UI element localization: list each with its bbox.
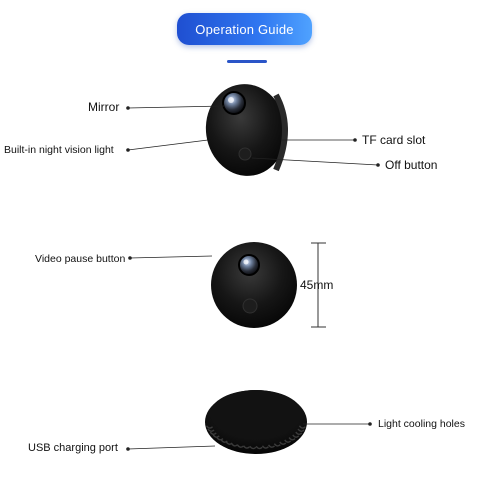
cooling-slot (292, 434, 300, 438)
operation-guide-banner: Operation Guide (177, 13, 312, 45)
leader-lines (126, 105, 380, 451)
cooling-slot (209, 431, 217, 436)
cooling-slot-pattern (206, 425, 306, 450)
cooling-slot (288, 437, 296, 441)
cooling-slot (279, 441, 287, 445)
cooling-slot (255, 445, 263, 450)
label-tf-card-slot: TF card slot (362, 133, 426, 147)
camera-size-view (211, 242, 297, 328)
cooling-slot (284, 439, 292, 443)
diameter-bracket (311, 242, 326, 328)
label-video-pause-button: Video pause button (35, 253, 126, 265)
cooling-slot (216, 437, 224, 441)
cooling-slot (243, 445, 251, 449)
banner-underline (227, 60, 267, 63)
label-night-vision-light: Built-in night vision light (4, 144, 114, 156)
label-diameter: 45mm (300, 278, 334, 292)
cooling-slot (273, 443, 281, 447)
cooling-slot (295, 431, 303, 436)
label-light-cooling-holes: Light cooling holes (378, 418, 465, 430)
cooling-slot (236, 444, 244, 448)
cooling-slot (261, 445, 269, 449)
cooling-slot (231, 443, 239, 447)
cooling-slot (207, 428, 215, 432)
cooling-slot (249, 445, 257, 450)
cooling-slot (220, 439, 228, 443)
cooling-slot (206, 425, 214, 429)
cooling-slot (298, 425, 306, 429)
label-usb-charging-port: USB charging port (28, 442, 118, 454)
label-off-button: Off button (385, 158, 438, 172)
cooling-slot (225, 441, 233, 445)
cooling-slot (267, 444, 276, 448)
label-mirror: Mirror (88, 100, 120, 114)
camera-base-view (205, 390, 307, 454)
banner-title: Operation Guide (195, 21, 294, 37)
camera-front-view (205, 84, 288, 176)
cooling-slot (297, 428, 305, 432)
cooling-slot (212, 434, 220, 438)
